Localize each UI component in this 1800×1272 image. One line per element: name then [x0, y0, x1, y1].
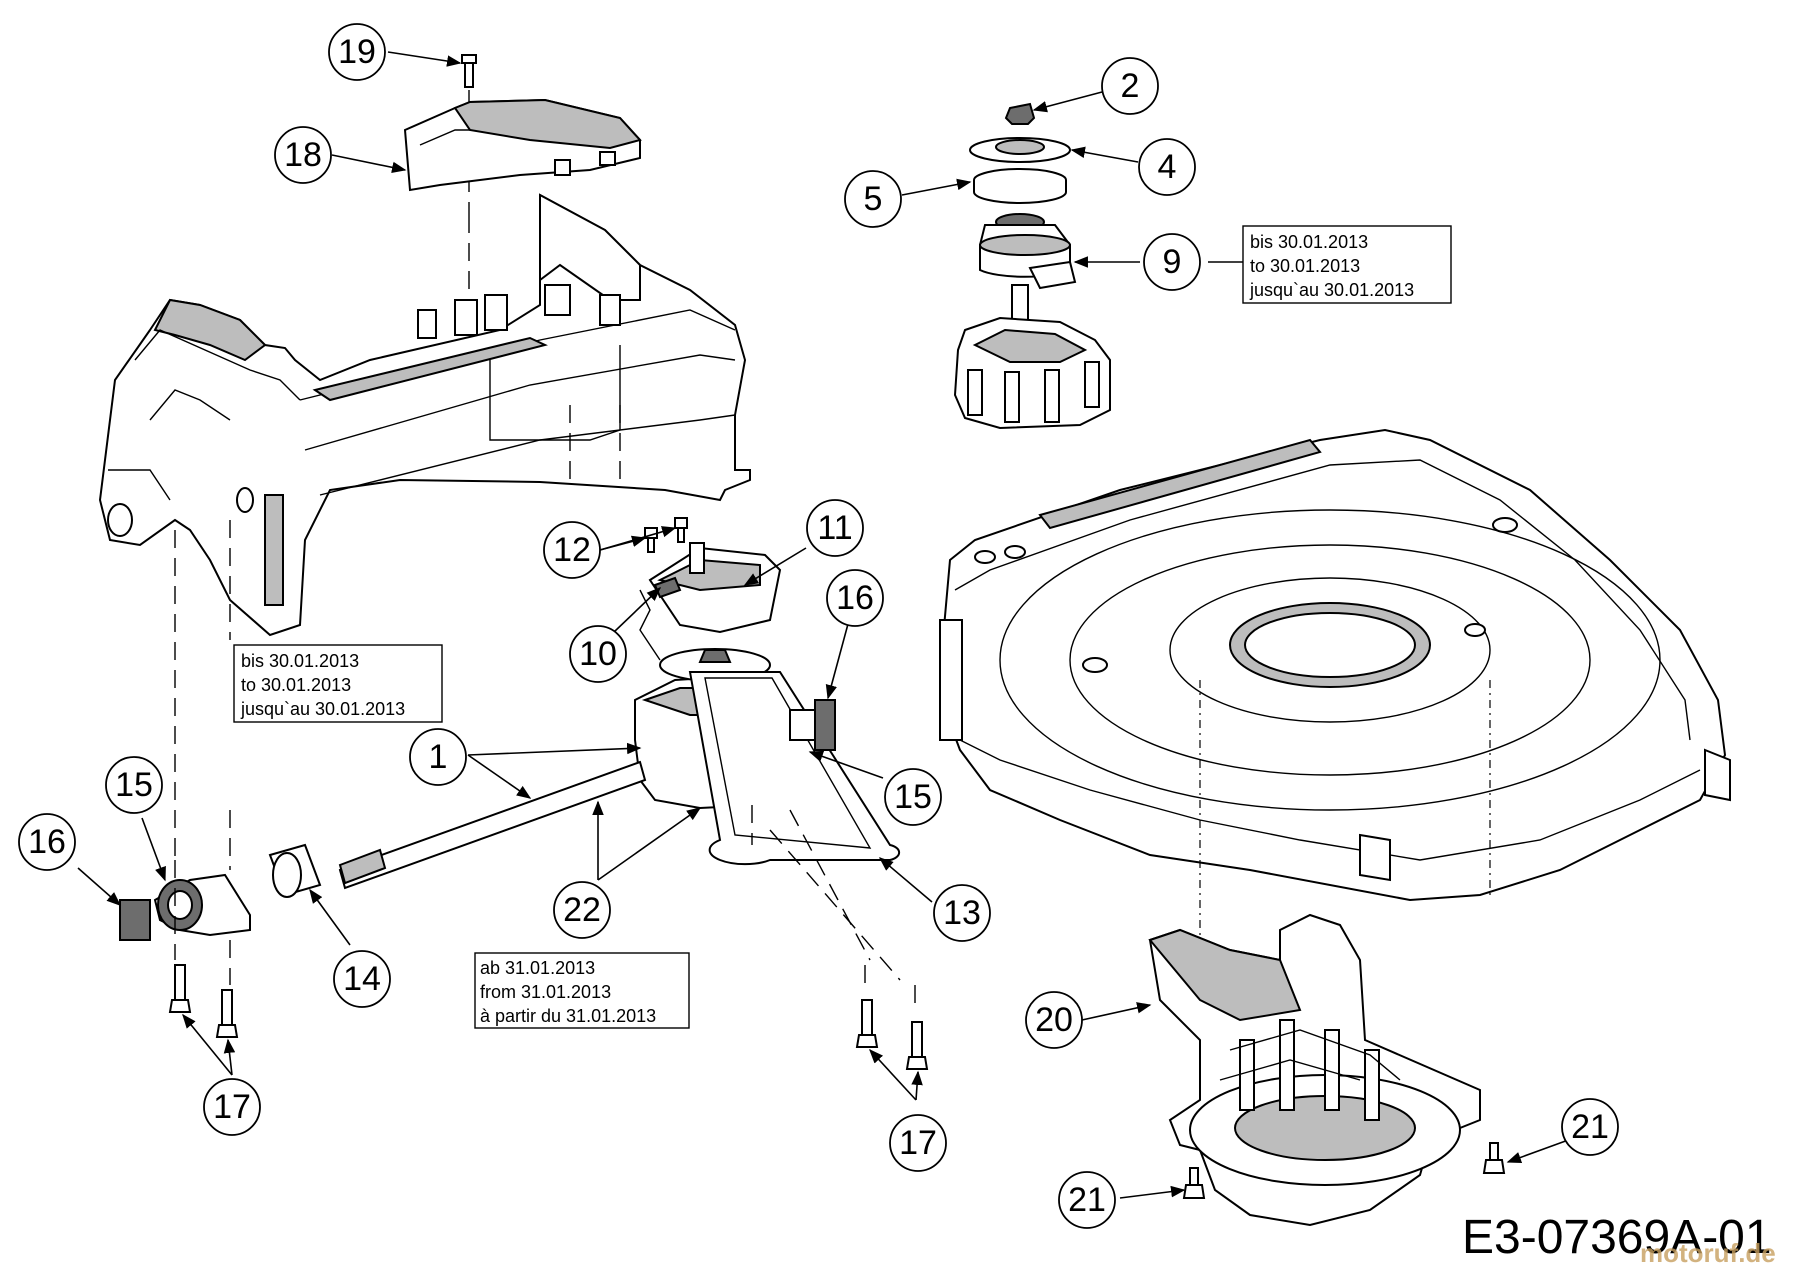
svg-text:to 30.01.2013: to 30.01.2013: [241, 675, 351, 695]
callout-17-right: 17: [889, 1114, 947, 1172]
part-20-blower-housing: [1148, 913, 1481, 1227]
svg-text:ab 31.01.2013: ab 31.01.2013: [480, 958, 595, 978]
note-top-right: bis 30.01.2013 to 30.01.2013 jusqu`au 30…: [1242, 225, 1452, 304]
watermark: motoruf.de: [1640, 1238, 1776, 1268]
callout-15-left: 15: [105, 756, 163, 814]
svg-text:21: 21: [1571, 1108, 1609, 1146]
svg-text:4: 4: [1158, 148, 1177, 186]
svg-text:13: 13: [943, 894, 981, 932]
callout-4: 4: [1138, 138, 1196, 196]
drawing-code: E3-07369A-01: [1462, 1211, 1772, 1264]
note-bottom: ab 31.01.2013 from 31.01.2013 à partir d…: [474, 952, 690, 1029]
svg-text:11: 11: [817, 509, 852, 547]
note-left: bis 30.01.2013 to 30.01.2013 jusqu`au 30…: [233, 644, 443, 723]
housing-frame: [98, 193, 751, 860]
callout-13: 13: [933, 884, 991, 942]
svg-text:15: 15: [115, 766, 153, 804]
mower-deck: [939, 428, 1731, 960]
callout-21-right: 21: [1561, 1098, 1619, 1156]
svg-text:16: 16: [28, 823, 66, 861]
part-17-bolts: [168, 964, 929, 1070]
pulley-stack: [953, 102, 1111, 430]
callout-10: 10: [569, 625, 627, 683]
svg-text:à partir du 31.01.2013: à partir du 31.01.2013: [480, 1006, 656, 1026]
callout-1: 1: [409, 728, 467, 786]
svg-text:21: 21: [1068, 1181, 1106, 1219]
svg-text:19: 19: [338, 33, 376, 71]
svg-text:from 31.01.2013: from 31.01.2013: [480, 982, 611, 1002]
svg-text:bis 30.01.2013: bis 30.01.2013: [241, 651, 359, 671]
callout-15-right: 15: [884, 768, 942, 826]
svg-text:17: 17: [899, 1124, 937, 1162]
callout-11: 11: [806, 499, 864, 557]
part-18-cover: [403, 98, 642, 192]
svg-text:1: 1: [429, 738, 448, 776]
svg-text:jusqu`au 30.01.2013: jusqu`au 30.01.2013: [240, 699, 405, 719]
part-14-bushing: [268, 843, 322, 898]
callout-9: 9: [1143, 233, 1201, 291]
callout-21-left: 21: [1058, 1171, 1116, 1229]
callout-5: 5: [844, 170, 902, 228]
svg-text:15: 15: [894, 778, 932, 816]
callout-17-left: 17: [203, 1078, 261, 1136]
svg-text:14: 14: [343, 960, 381, 998]
svg-text:16: 16: [836, 579, 874, 617]
callout-12: 12: [543, 521, 601, 579]
leader-lines: [77, 51, 1583, 1199]
callout-16-right: 16: [826, 569, 884, 627]
svg-text:jusqu`au 30.01.2013: jusqu`au 30.01.2013: [1249, 280, 1414, 300]
callout-14: 14: [333, 950, 391, 1008]
callout-22: 22: [553, 881, 611, 939]
svg-text:9: 9: [1163, 243, 1182, 281]
left-hub-assembly: [119, 810, 251, 985]
svg-text:10: 10: [579, 635, 617, 673]
callout-19: 19: [328, 23, 386, 81]
svg-text:17: 17: [213, 1088, 251, 1126]
svg-text:2: 2: [1121, 67, 1140, 105]
svg-text:5: 5: [864, 180, 883, 218]
callout-16-left: 16: [18, 813, 76, 871]
callout-20: 20: [1025, 991, 1083, 1049]
callout-2: 2: [1101, 57, 1159, 115]
transmission-assembly: [338, 517, 916, 1010]
svg-text:12: 12: [553, 531, 591, 569]
svg-text:bis 30.01.2013: bis 30.01.2013: [1250, 232, 1368, 252]
svg-text:20: 20: [1035, 1001, 1073, 1039]
svg-text:to 30.01.2013: to 30.01.2013: [1250, 256, 1360, 276]
callout-18: 18: [274, 126, 332, 184]
svg-text:22: 22: [563, 891, 601, 929]
svg-text:18: 18: [284, 136, 322, 174]
